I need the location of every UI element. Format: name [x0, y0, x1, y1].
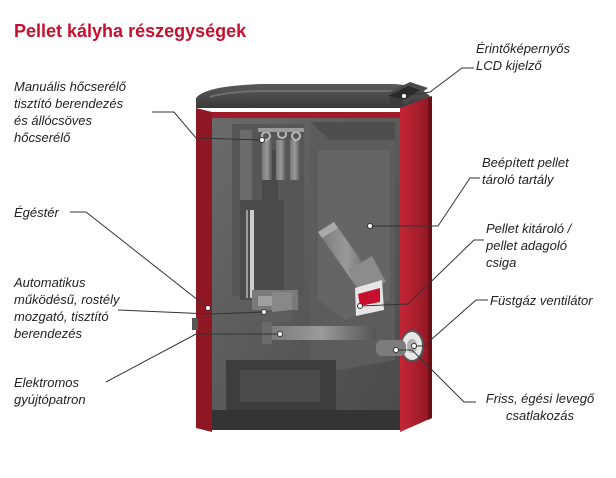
label-line: és állócsöves [14, 113, 93, 128]
label-fresh-air-connection: Friss, égési levegő csatlakozás [472, 390, 608, 424]
label-line: tisztító berendezés [14, 96, 124, 111]
label-line: hőcserélő [14, 130, 71, 145]
label-line: tároló tartály [482, 172, 554, 187]
label-line: Érintőképernyős [476, 41, 570, 56]
label-electric-igniter: Elektromos gyújtópatron [14, 374, 86, 408]
label-line: működésű, rostély [14, 292, 120, 307]
auger-shape [318, 222, 386, 316]
label-line: Friss, égési levegő [485, 391, 595, 406]
label-heat-exchanger-cleaner: Manuális hőcserélő tisztító berendezés é… [14, 78, 126, 146]
label-line: mozgató, tisztító [14, 309, 109, 324]
label-line: pellet adagoló [486, 238, 567, 253]
label-pellet-auger: Pellet kitároló / pellet adagoló csiga [486, 220, 571, 271]
grate-mechanism [252, 290, 298, 322]
label-line: Füstgáz ventilátor [490, 293, 593, 308]
label-line: Manuális hőcserélő [14, 79, 127, 94]
diagram-title: Pellet kályha részegységek [14, 21, 247, 41]
label-line: Pellet kitároló / [486, 221, 572, 236]
label-line: csiga [486, 255, 517, 270]
label-flue-fan: Füstgáz ventilátor [490, 292, 593, 309]
stove-casing-right [400, 96, 432, 432]
label-combustion-chamber: Égéstér [14, 204, 59, 221]
cleaner-handles [258, 128, 304, 141]
label-line: Automatikus [14, 275, 86, 290]
fresh-air-pipe [376, 340, 406, 356]
leader-lines [70, 67, 488, 403]
label-line: berendezés [14, 326, 82, 341]
leader-endpoints [205, 93, 417, 353]
label-line: Elektromos [14, 375, 80, 390]
label-grate-mechanism: Automatikus működésű, rostély mozgató, t… [14, 274, 120, 342]
label-lcd-display: Érintőképernyős LCD kijelző [476, 40, 570, 74]
stove-casing-left [196, 108, 212, 432]
label-line: Beépített pellet [482, 155, 569, 170]
label-line: LCD kijelző [476, 58, 542, 73]
igniter-tube [262, 322, 376, 344]
label-line: Égéstér [14, 205, 59, 220]
label-pellet-tank: Beépített pellet tároló tartály [482, 154, 569, 188]
label-line: gyújtópatron [14, 392, 86, 407]
label-line: csatlakozás [506, 408, 574, 423]
